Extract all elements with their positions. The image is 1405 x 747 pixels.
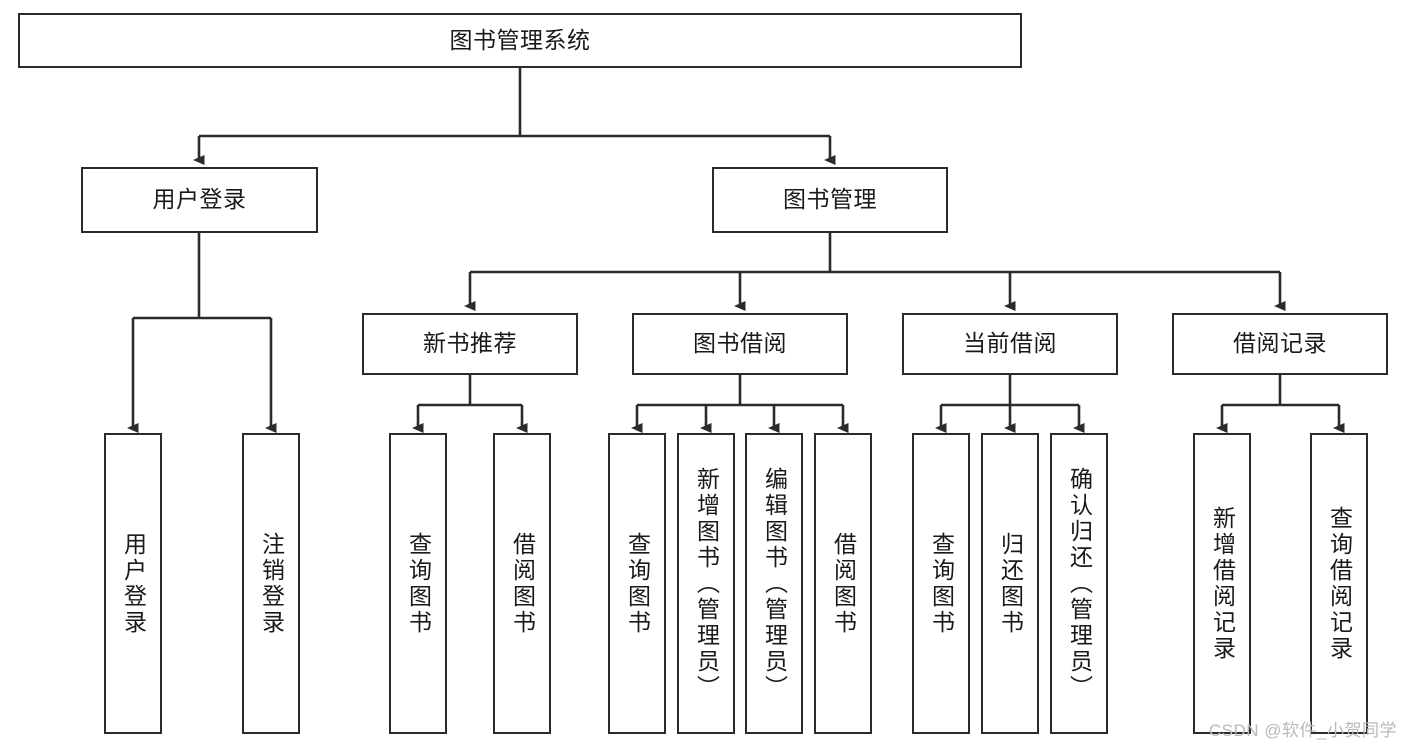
node-leaf-borrow-book-1-label: 借阅图书 <box>509 531 536 636</box>
node-leaf-add-book[interactable]: 新增图书（管理员） <box>677 433 735 734</box>
node-borrow-record-label: 借阅记录 <box>1233 330 1327 357</box>
node-leaf-add-book-label: 新增图书（管理员） <box>693 466 720 701</box>
node-borrow-record[interactable]: 借阅记录 <box>1172 313 1388 375</box>
node-root-label: 图书管理系统 <box>449 26 591 53</box>
node-new-book-recommend[interactable]: 新书推荐 <box>362 313 578 375</box>
node-new-book-recommend-label: 新书推荐 <box>423 330 517 357</box>
node-leaf-query-book-3[interactable]: 查询图书 <box>912 433 970 734</box>
node-leaf-user-login[interactable]: 用户登录 <box>104 433 162 734</box>
node-leaf-borrow-book-2[interactable]: 借阅图书 <box>814 433 872 734</box>
node-leaf-add-record[interactable]: 新增借阅记录 <box>1193 433 1251 734</box>
node-leaf-query-book-1-label: 查询图书 <box>405 531 432 636</box>
node-book-manage[interactable]: 图书管理 <box>712 167 948 233</box>
node-user-login[interactable]: 用户登录 <box>81 167 318 233</box>
node-leaf-return-book[interactable]: 归还图书 <box>981 433 1039 734</box>
node-leaf-confirm-return[interactable]: 确认归还（管理员） <box>1050 433 1108 734</box>
node-leaf-borrow-book-1[interactable]: 借阅图书 <box>493 433 551 734</box>
node-leaf-add-record-label: 新增借阅记录 <box>1209 505 1236 662</box>
node-user-login-label: 用户登录 <box>152 186 247 213</box>
node-current-borrow[interactable]: 当前借阅 <box>902 313 1118 375</box>
node-book-borrow-label: 图书借阅 <box>693 330 787 357</box>
node-leaf-query-book-1[interactable]: 查询图书 <box>389 433 447 734</box>
node-book-manage-label: 图书管理 <box>783 186 877 213</box>
node-leaf-confirm-return-label: 确认归还（管理员） <box>1066 466 1093 701</box>
node-root[interactable]: 图书管理系统 <box>18 13 1022 68</box>
node-leaf-edit-book-label: 编辑图书（管理员） <box>761 466 788 701</box>
node-leaf-query-book-2-label: 查询图书 <box>624 531 651 636</box>
node-current-borrow-label: 当前借阅 <box>963 330 1057 357</box>
node-leaf-return-book-label: 归还图书 <box>997 531 1024 636</box>
node-leaf-query-record[interactable]: 查询借阅记录 <box>1310 433 1368 734</box>
node-leaf-logout-login[interactable]: 注销登录 <box>242 433 300 734</box>
node-leaf-query-book-3-label: 查询图书 <box>928 531 955 636</box>
node-leaf-query-book-2[interactable]: 查询图书 <box>608 433 666 734</box>
node-leaf-borrow-book-2-label: 借阅图书 <box>830 531 857 636</box>
node-book-borrow[interactable]: 图书借阅 <box>632 313 848 375</box>
node-leaf-edit-book[interactable]: 编辑图书（管理员） <box>745 433 803 734</box>
node-leaf-user-login-label: 用户登录 <box>120 531 147 636</box>
node-leaf-logout-login-label: 注销登录 <box>258 531 285 636</box>
node-leaf-query-record-label: 查询借阅记录 <box>1326 505 1353 662</box>
